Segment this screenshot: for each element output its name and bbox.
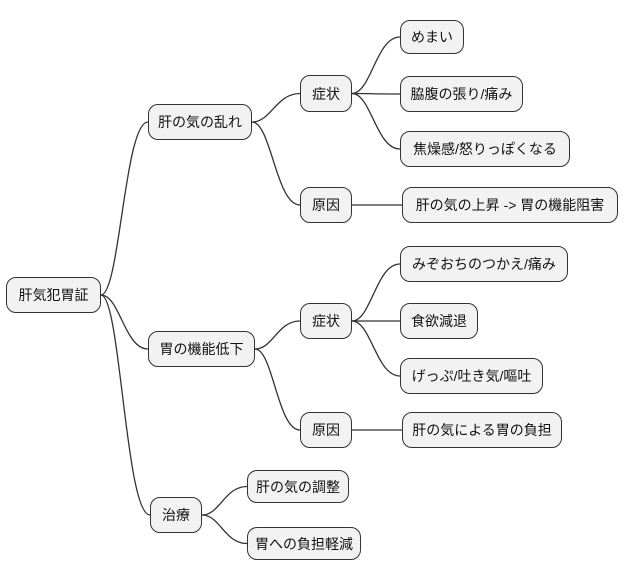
node-label: 肝気犯胃証 [18,287,89,303]
node-flank-pain: 脇腹の張り/痛み [400,76,523,112]
node-label: 症状 [312,85,340,102]
node-label: 原因 [312,197,340,213]
node-cause-2-detail: 肝の気による胃の負担 [402,412,562,448]
node-label: 肝の気の乱れ [158,114,242,130]
edge-stomach-decline-to-symptoms-2 [254,320,301,350]
node-label: げっぷ/吐き気/嘔吐 [411,368,532,384]
edge-symptoms-2-to-belching [351,320,401,377]
edge-root-to-treatment [100,294,151,516]
node-cause-1: 原因 [300,187,352,223]
edge-treatment-to-reduce-burden [201,514,248,545]
edge-root-to-liver-qi [100,121,149,296]
node-dizziness: めまい [400,20,464,54]
node-label: 症状 [312,313,340,329]
node-label: めまい [411,29,453,45]
node-label: 脇腹の張り/痛み [410,86,513,102]
node-label: 胃への負担軽減 [255,535,353,552]
edge-stomach-decline-to-cause-2 [254,348,301,431]
node-stomach-decline: 胃の機能低下 [148,331,255,367]
edge-symptoms-1-to-dizziness [351,36,401,95]
edge-treatment-to-adjust-liver-qi [201,485,248,516]
node-label: 肝の気の上昇 -> 胃の機能阻害 [415,197,605,213]
node-reduce-burden: 胃への負担軽減 [247,527,361,560]
node-treatment: 治療 [150,497,202,533]
node-adjust-liver-qi: 肝の気の調整 [247,470,349,503]
node-label: 原因 [312,422,340,438]
node-epigastric: みぞおちのつかえ/痛み [400,246,568,282]
node-label: 胃の機能低下 [159,341,244,357]
node-label: みぞおちのつかえ/痛み [412,256,556,272]
edge-symptoms-2-to-epigastric [351,263,401,322]
node-cause-2: 原因 [300,412,352,448]
edge-symptoms-1-to-flank-pain [351,92,401,95]
node-appetite-loss: 食欲減退 [400,303,478,339]
edge-root-to-stomach-decline [100,294,149,350]
node-symptoms-2: 症状 [300,303,352,339]
node-label: 焦燥感/怒りっぽくなる [413,141,557,157]
node-cause-1-detail: 肝の気の上昇 -> 胃の機能阻害 [402,187,618,223]
node-label: 治療 [162,507,190,523]
node-label: 食欲減退 [411,313,467,329]
node-root: 肝気犯胃証 [6,277,101,313]
node-label: 肝の気の調整 [256,478,340,495]
node-liver-qi: 肝の気の乱れ [148,104,252,140]
edge-liver-qi-to-symptoms-1 [251,92,301,123]
node-label: 肝の気による胃の負担 [412,422,552,438]
node-belching: げっぷ/吐き気/嘔吐 [400,358,543,394]
edge-symptoms-1-to-irritability [351,92,401,150]
node-irritability: 焦燥感/怒りっぽくなる [400,131,570,167]
edge-liver-qi-to-cause-1 [251,121,301,206]
node-symptoms-1: 症状 [300,75,352,112]
